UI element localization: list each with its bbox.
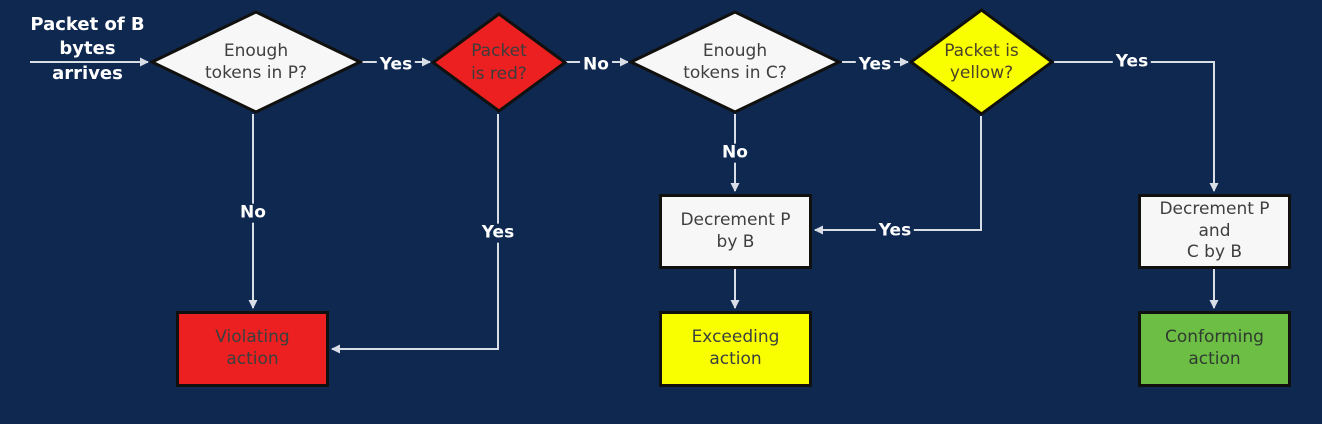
edge-packet-yellow-to-decrement-p [814, 116, 982, 235]
decision-packet-is-red[interactable]: Packet is red? [430, 12, 568, 113]
node-exceeding-action[interactable]: Exceeding action [659, 311, 812, 387]
edge-label-enough-p-no: No [237, 203, 269, 223]
edge-label-packet-yellow-left-yes: Yes [875, 221, 915, 241]
decision-packet-is-yellow[interactable]: Packet is yellow? [908, 8, 1055, 116]
edge-label-enough-p-yes: Yes [376, 55, 416, 75]
node-conforming-action[interactable]: Conforming action [1138, 311, 1291, 387]
edge-label-enough-c-no: No [719, 143, 751, 163]
decision-enough-tokens-p[interactable]: Enough tokens in P? [148, 10, 364, 114]
edge-label-enough-c-yes: Yes [855, 55, 895, 75]
edge-label-packet-red-no: No [580, 55, 612, 75]
decision-enough-tokens-c[interactable]: Enough tokens in C? [627, 10, 843, 114]
node-decrement-p-and-c-by-b[interactable]: Decrement P and C by B [1138, 194, 1291, 269]
edge-label-packet-red-yes: Yes [478, 223, 518, 243]
edge-packet-red-to-violating [331, 114, 499, 354]
node-violating-action[interactable]: Violating action [176, 311, 329, 387]
edge-packet-yellow-to-decrement-pc [1054, 61, 1219, 192]
node-decrement-p-by-b[interactable]: Decrement P by B [659, 194, 812, 269]
entry-label: Packet of B bytes arrives [30, 14, 145, 84]
edge-label-packet-yellow-right-yes: Yes [1112, 52, 1152, 72]
